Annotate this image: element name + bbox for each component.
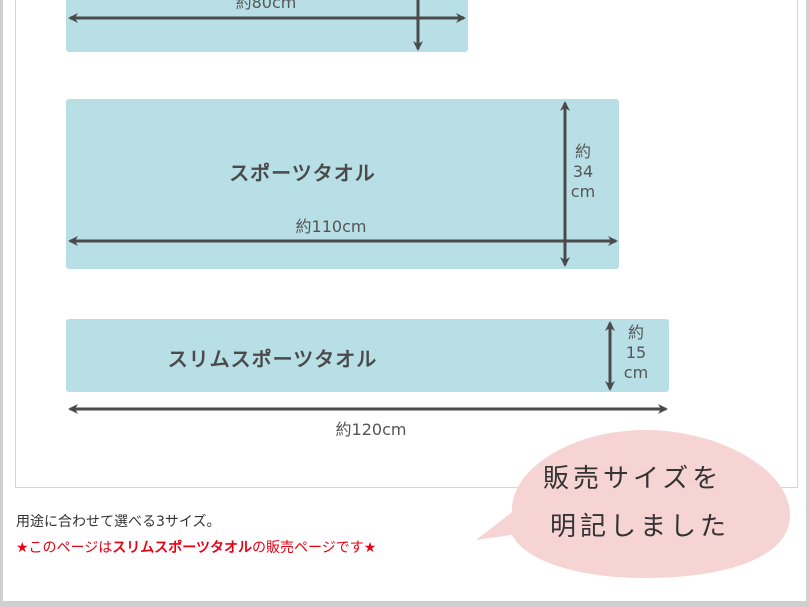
towel-sports-height-value: 34: [572, 162, 594, 181]
dimension-arrows: [68, 0, 668, 414]
caption-note-end: の販売ページです★: [252, 540, 377, 556]
towel-slim-name: スリムスポーツタオル: [167, 347, 378, 371]
towel-sports-height-label: 約 34 cm: [568, 142, 598, 202]
towel-slim-height-prefix: 約: [627, 323, 644, 342]
towel-slim-height-label: 約 15 cm: [621, 323, 651, 383]
towel-slim: スリムスポーツタオル: [66, 319, 669, 392]
caption-note-product: スリムスポーツタオル: [112, 540, 253, 556]
caption-note-start: ★このページは: [16, 540, 113, 556]
caption-sizes: 用途に合わせて選べる3サイズ。: [16, 514, 221, 530]
speech-bubble-shape: [476, 430, 790, 578]
caption-product-note: ★このページはスリムスポーツタオルの販売ページです★: [16, 537, 376, 557]
towel-slim-height-value: 15: [625, 343, 647, 362]
towel-sports-height-prefix: 約: [574, 142, 591, 161]
speech-bubble-line2: 明記しました: [550, 512, 731, 542]
towel-sports-height-unit: cm: [570, 182, 596, 201]
towel-sports-name: スポーツタオル: [229, 161, 376, 185]
towel-top: [66, 0, 468, 52]
size-diagram-panel: 約80cm スポーツタオル 約110cm 約 34 cm スリムスポーツタオル …: [15, 0, 798, 488]
speech-bubble-line1: 販売サイズを: [543, 464, 723, 494]
towel-slim-height-unit: cm: [623, 363, 649, 382]
towel-top-width-label: 約80cm: [235, 0, 297, 12]
towel-sports-width-label: 約110cm: [295, 217, 367, 236]
towel-slim-width-label: 約120cm: [335, 420, 407, 439]
